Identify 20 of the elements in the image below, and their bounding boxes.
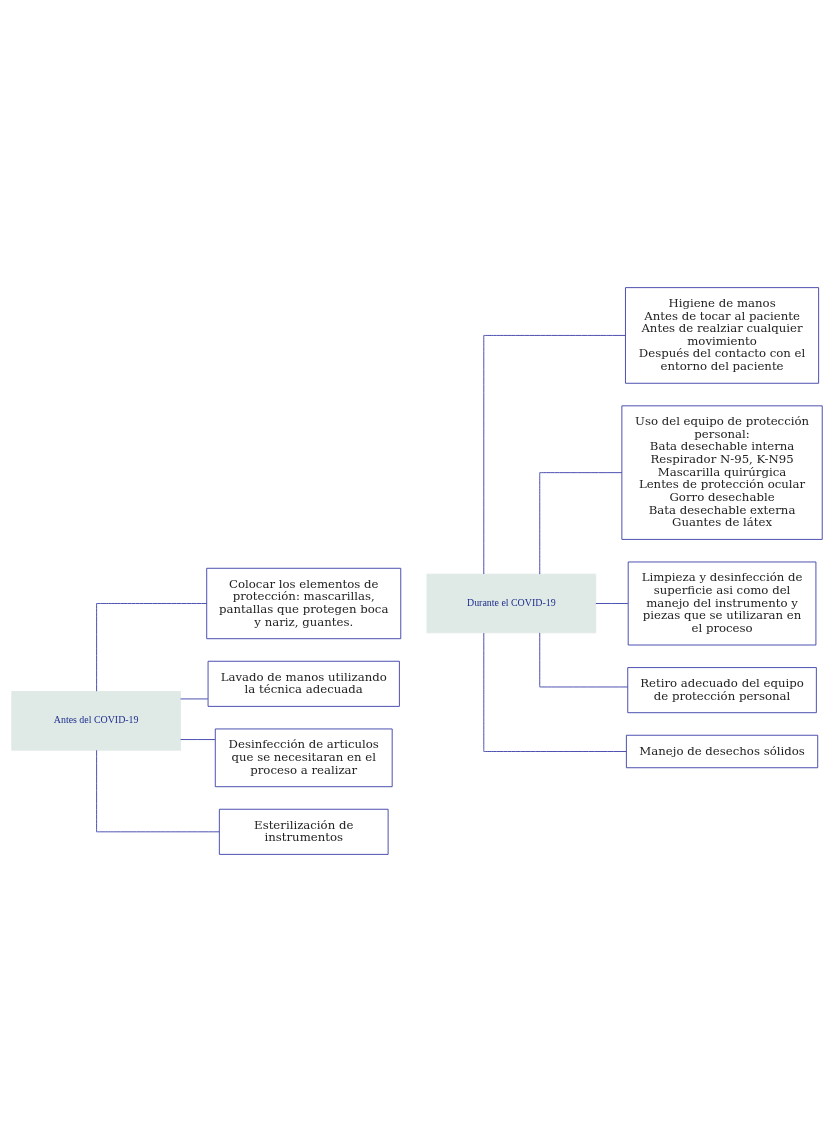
- node-box: Uso del equipo de protección personal: Bata desechable interna Respirador N-95, K-N95 Mascarilla quirúrgica Lentes de protección ocular Gorro desechable Bata desechable externa Guantes de látex: [621, 404, 823, 540]
- connector: [180, 738, 216, 740]
- node-box: Lavado de manos utilizando la técnica adecuada: [207, 660, 400, 707]
- connector: [483, 632, 627, 752]
- node-box: Retiro adecuado del equipo de protección personal: [627, 666, 817, 713]
- node-box: Limpieza y desinfección de superficie asi como del manejo del instrumento y piezas que se utilizaran en el proceso: [627, 561, 817, 645]
- connector: [180, 697, 209, 699]
- node-box: Manejo de desechos sólidos: [625, 734, 819, 768]
- connector: [539, 471, 623, 575]
- node-box: Higiene de manos Antes de tocar al paciente Antes de realziar cualquier movimiento Después del contacto con el entorno del paciente: [625, 286, 820, 384]
- connector: [96, 749, 220, 832]
- connector: [539, 631, 629, 687]
- node-box: Desinfección de articulos que se necesitaran en el proceso a realizar: [214, 728, 393, 787]
- node-box: Antes del COVID-19: [11, 690, 181, 751]
- node-box: Esterilización de instrumentos: [218, 808, 389, 855]
- connector: [96, 602, 207, 692]
- connector: [483, 334, 626, 574]
- node-box: Colocar los elementos de protección: mascarillas, pantallas que protegen boca y nariz, guantes.: [206, 567, 402, 639]
- node-box: Durante el COVID-19: [426, 573, 597, 633]
- connector: [595, 602, 629, 604]
